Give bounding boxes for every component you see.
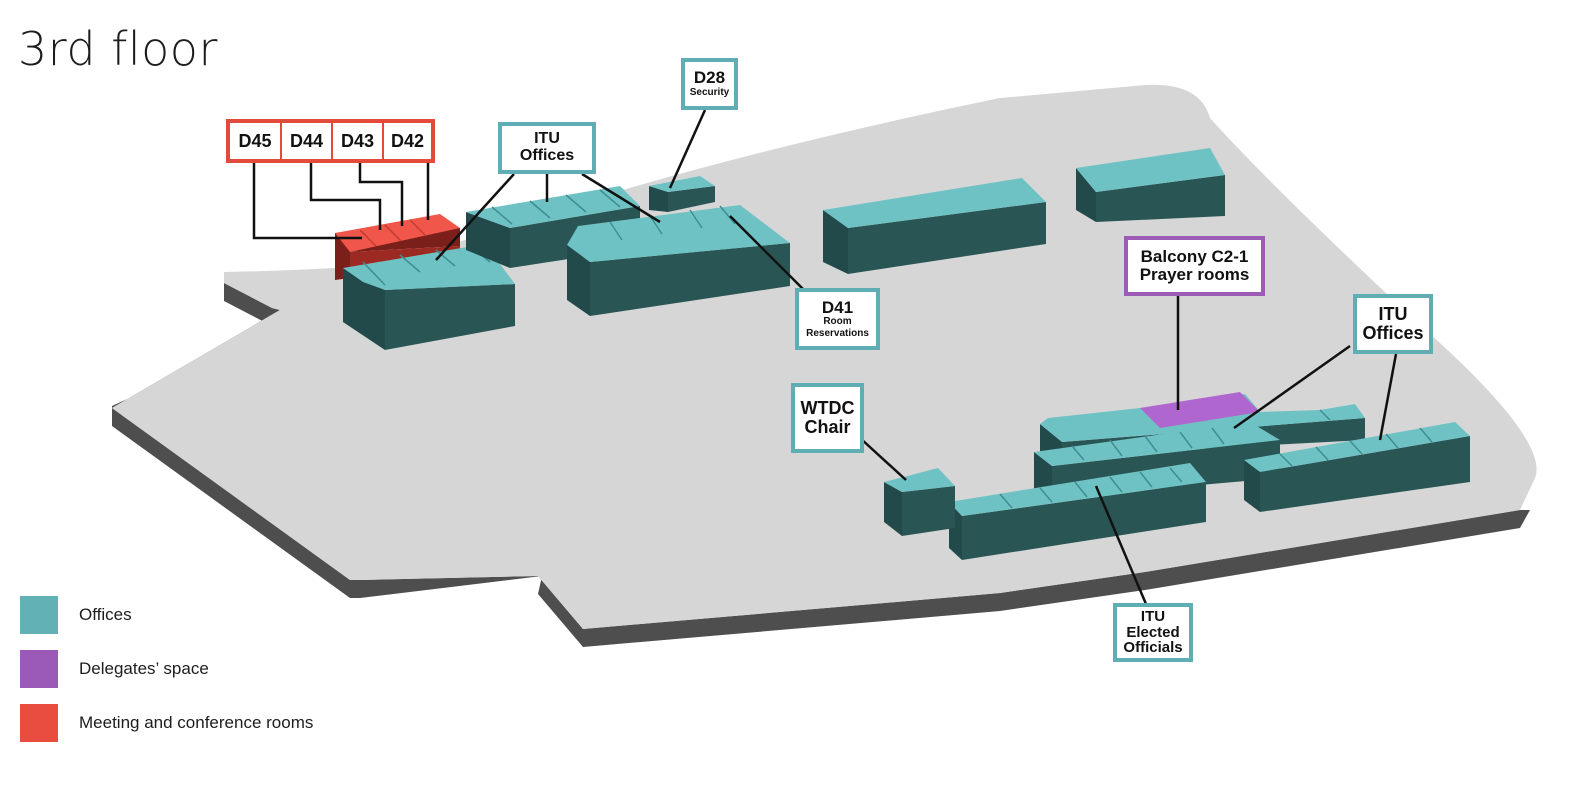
office-block-wtdc bbox=[884, 468, 955, 536]
room-label-line: Prayer rooms bbox=[1139, 265, 1250, 284]
room-label-d42-text: D42 bbox=[390, 130, 425, 151]
leader-d45 bbox=[252, 161, 362, 240]
room-label-d44: D44 bbox=[280, 119, 333, 163]
leader-itu-offices-2b bbox=[1378, 353, 1398, 441]
room-label-subtitle: Room bbox=[823, 316, 852, 328]
room-label-line: ITU bbox=[1378, 304, 1408, 325]
room-label-line: ITU bbox=[1140, 607, 1166, 625]
room-label-line: Officials bbox=[1123, 639, 1183, 657]
legend-swatch-offices bbox=[20, 596, 58, 634]
office-block-f bbox=[1076, 148, 1225, 222]
room-label-d45-text: D45 bbox=[238, 130, 272, 151]
room-label-line: ITU bbox=[534, 130, 560, 148]
leader-d41 bbox=[729, 215, 805, 291]
room-label-d43: D43 bbox=[331, 119, 384, 163]
room-label-title: D41 bbox=[821, 297, 854, 317]
office-block-d28 bbox=[649, 176, 715, 212]
room-label-line: Offices bbox=[519, 147, 575, 164]
leader-d43 bbox=[358, 161, 404, 226]
room-label-d42: D42 bbox=[382, 119, 435, 163]
leader-itu-elected bbox=[1094, 485, 1148, 605]
room-label-line: Chair bbox=[804, 417, 851, 437]
meeting-rooms-top bbox=[335, 214, 460, 252]
leader-itu-offices-2a bbox=[1233, 344, 1351, 430]
room-label-line: WTDC bbox=[800, 398, 855, 419]
room-label-title: D28 bbox=[693, 68, 726, 88]
room-label-d28: D28 Security bbox=[681, 58, 738, 110]
delegates-space-area bbox=[1140, 392, 1260, 428]
page-title: 3rd floor bbox=[18, 22, 218, 76]
legend-item-delegates-space: Delegates’ space bbox=[20, 650, 209, 688]
room-label-itu-offices-left: ITU Offices bbox=[498, 122, 596, 174]
legend-swatch-meeting-rooms bbox=[20, 704, 58, 742]
leader-lines bbox=[252, 109, 1398, 605]
map-legend: Offices Delegates’ space Meeting and con… bbox=[20, 596, 380, 756]
legend-item-meeting-rooms: Meeting and conference rooms bbox=[20, 704, 313, 742]
room-label-balcony-prayer-rooms: Balcony C2-1 Prayer rooms bbox=[1124, 236, 1265, 296]
leader-wtdc bbox=[859, 437, 907, 481]
room-label-itu-offices-right: ITU Offices bbox=[1353, 294, 1433, 354]
room-label-d41: D41 Room Reservations bbox=[795, 288, 880, 350]
room-label-subtitle: Security bbox=[689, 87, 730, 99]
leader-d44 bbox=[309, 161, 382, 230]
room-label-itu-elected-officials: ITU Elected Officials bbox=[1113, 603, 1193, 662]
room-label-line: Offices bbox=[1362, 323, 1424, 343]
leader-d28 bbox=[668, 109, 707, 189]
legend-label: Delegates’ space bbox=[79, 659, 209, 678]
room-label-line: Balcony C2-1 bbox=[1140, 247, 1249, 267]
legend-label: Offices bbox=[79, 605, 132, 624]
legend-swatch-delegates-space bbox=[20, 650, 58, 688]
office-block-j bbox=[949, 463, 1206, 560]
legend-item-offices: Offices bbox=[20, 596, 132, 634]
room-label-line: Elected bbox=[1126, 623, 1180, 641]
room-label-d45: D45 bbox=[226, 119, 282, 163]
leader-itu-offices-1a bbox=[435, 173, 515, 261]
office-block-a bbox=[343, 244, 515, 350]
room-label-subtitle: Reservations bbox=[806, 327, 869, 339]
room-label-wtdc-chair: WTDC Chair bbox=[791, 383, 864, 453]
room-label-d44-text: D44 bbox=[289, 130, 324, 151]
leader-itu-offices-1c bbox=[581, 172, 661, 224]
office-block-i bbox=[1244, 422, 1470, 512]
office-block-e bbox=[823, 178, 1046, 274]
legend-label: Meeting and conference rooms bbox=[79, 713, 314, 732]
room-label-d43-text: D43 bbox=[340, 130, 375, 151]
